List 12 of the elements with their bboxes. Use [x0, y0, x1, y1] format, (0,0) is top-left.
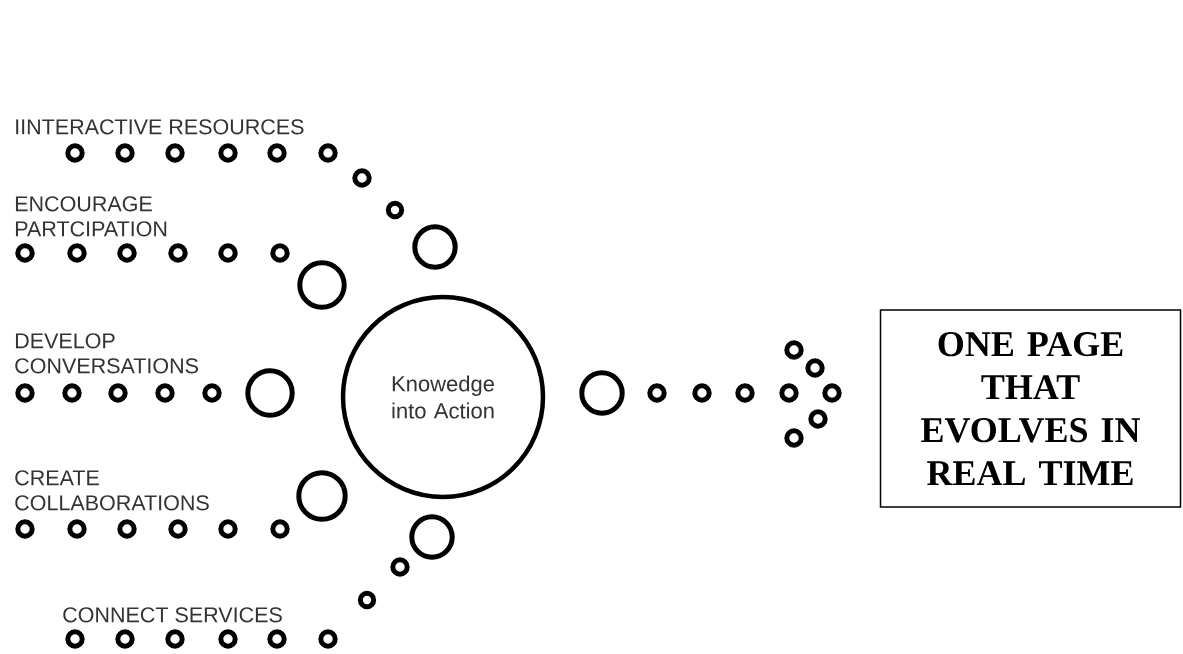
chain-label: CONNECT SERVICES: [63, 607, 282, 623]
chain-label: CREATE COLLABORATIONS: [15, 470, 209, 511]
dotted-connector: [15, 368, 295, 418]
chain-label: DEVELOP CONVERSATIONS: [15, 333, 198, 374]
dotted-connector: [15, 470, 348, 539]
chain-label: ENCOURAGE PARTCIPATION: [15, 196, 167, 237]
chain-label: IINTERACTIVE RESOURCES: [16, 119, 304, 135]
dotted-connector: [15, 243, 347, 310]
dotted-arrow: [579, 340, 842, 448]
dotted-connector: [65, 514, 455, 649]
dotted-connector: [65, 143, 458, 270]
result-box: ONE PAGE THAT EVOLVES IN REAL TIME: [879, 309, 1182, 508]
